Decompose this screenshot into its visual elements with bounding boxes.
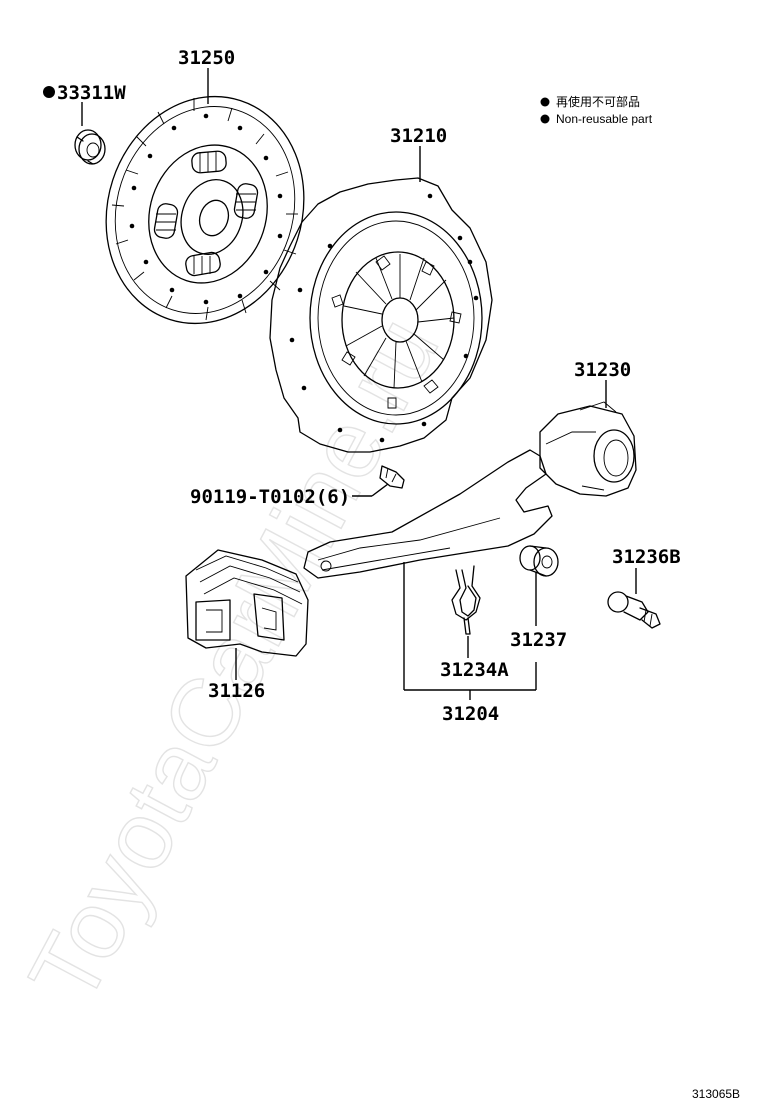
pivot-stud-drawing <box>607 591 661 629</box>
label-31126: 31126 <box>208 680 265 702</box>
non-reusable-marker <box>43 86 55 98</box>
boot-drawing <box>185 549 309 657</box>
label-31230: 31230 <box>574 359 631 381</box>
legend-marker-1 <box>540 97 550 107</box>
legend-text-en: Non-reusable part <box>556 112 653 126</box>
part-labels: 31250 33311W 31210 31230 90119-T0102(6) … <box>43 47 681 725</box>
bushing-drawing <box>519 545 559 577</box>
label-31237: 31237 <box>510 629 567 651</box>
legend: 再使用不可部品 Non-reusable part <box>540 94 653 126</box>
clutch-cover-drawing <box>269 177 493 453</box>
label-31210: 31210 <box>390 125 447 147</box>
label-31234A: 31234A <box>440 659 509 681</box>
label-90119: 90119-T0102(6) <box>190 486 350 508</box>
label-31204: 31204 <box>442 703 499 725</box>
clutch-disc-drawing <box>105 95 305 325</box>
label-31236B: 31236B <box>612 546 681 568</box>
legend-marker-2 <box>540 114 550 124</box>
label-31250: 31250 <box>178 47 235 69</box>
figure-number: 313065B <box>692 1087 740 1101</box>
label-33311W: 33311W <box>57 82 126 104</box>
release-bearing-drawing <box>539 401 637 497</box>
watermark: ToyotaCarMine.ru <box>9 301 459 1020</box>
release-fork-drawing <box>303 449 553 579</box>
bolt-drawing <box>379 465 405 489</box>
leader-lines <box>81 68 637 700</box>
legend-text-ja: 再使用不可部品 <box>556 94 640 109</box>
clip-drawing <box>451 565 481 635</box>
pilot-bearing-drawing <box>74 129 106 165</box>
